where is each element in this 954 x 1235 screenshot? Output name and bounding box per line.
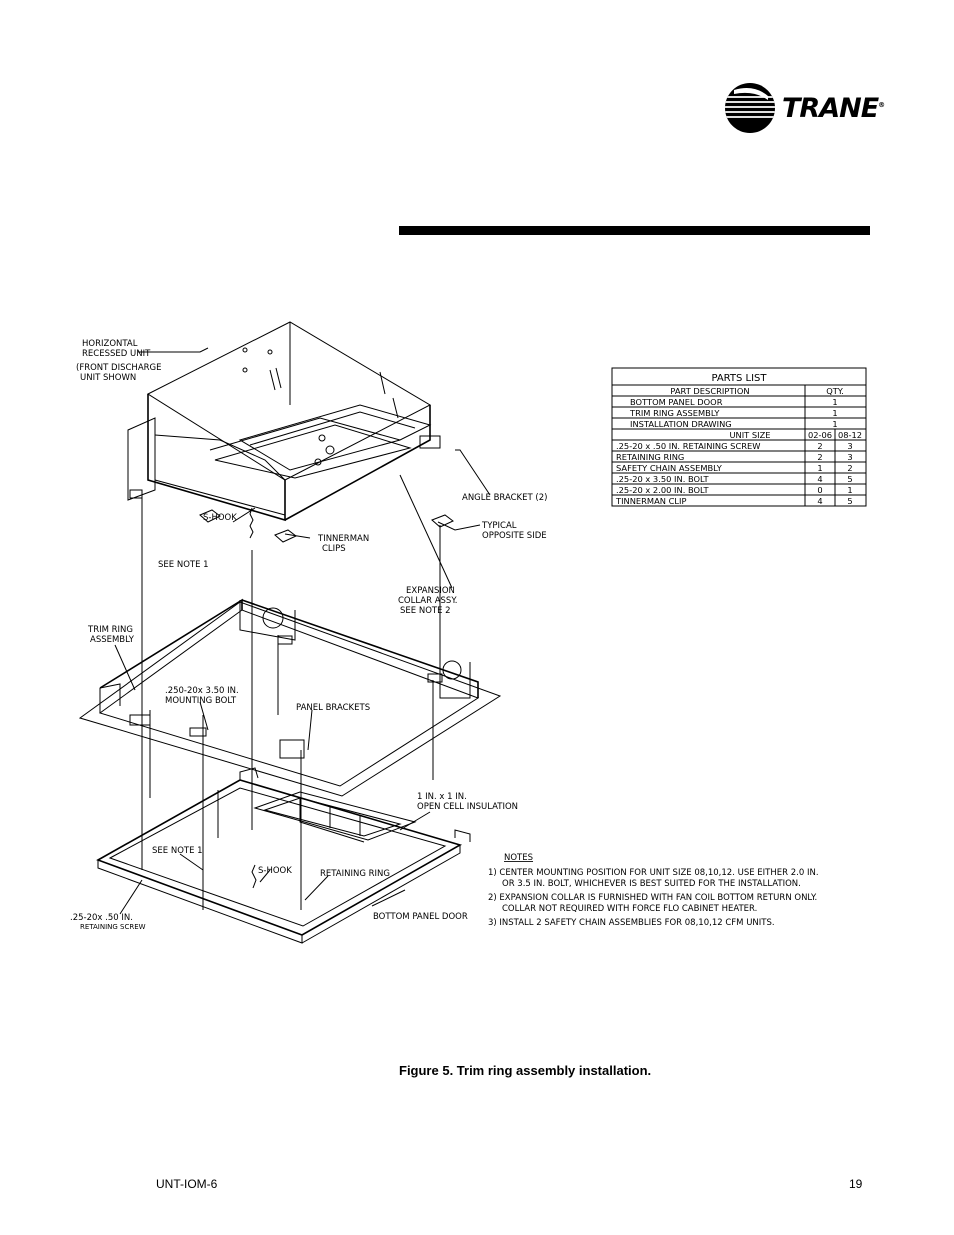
label-bolt-size: .250-20x 3.50 IN. bbox=[165, 686, 239, 696]
part-qty-a: 1 bbox=[817, 463, 822, 473]
label-mounting-bolt: MOUNTING BOLT bbox=[165, 696, 237, 706]
label-insulation-size: 1 IN. x 1 IN. bbox=[417, 792, 467, 802]
callout-leaders bbox=[114, 347, 491, 915]
label-s-hook: S-HOOK bbox=[203, 513, 237, 523]
brand-name: TRANE bbox=[782, 93, 879, 124]
label-s-hook-bottom: S-HOOK bbox=[258, 866, 292, 876]
label-opposite-side: OPPOSITE SIDE bbox=[482, 531, 547, 541]
label-angle-bracket: ANGLE BRACKET (2) bbox=[462, 493, 547, 503]
note-line: OR 3.5 IN. BOLT, WHICHEVER IS BEST SUITE… bbox=[502, 879, 801, 889]
trane-logo-icon bbox=[725, 83, 775, 133]
label-unit-shown: UNIT SHOWN bbox=[80, 373, 136, 383]
label-clips: CLIPS bbox=[322, 544, 346, 554]
assembly-guide-lines bbox=[141, 490, 441, 910]
trim-ring-illustration bbox=[78, 598, 502, 797]
part-qty-a: 2 bbox=[817, 441, 822, 451]
document-code: UNT-IOM-6 bbox=[156, 1177, 218, 1191]
label-typical: TYPICAL bbox=[481, 521, 517, 531]
col-qty-header: QTY. bbox=[826, 386, 844, 396]
part-qty: 1 bbox=[832, 408, 837, 418]
part-description: TINNERMAN CLIP bbox=[615, 496, 686, 506]
part-description: BOTTOM PANEL DOOR bbox=[630, 397, 723, 407]
part-qty-b: 2 bbox=[847, 463, 852, 473]
recessed-unit-illustration bbox=[127, 321, 454, 543]
label-expansion: EXPANSION bbox=[406, 586, 455, 596]
label-bottom-panel-door: BOTTOM PANEL DOOR bbox=[373, 912, 468, 922]
label-see-note-1: SEE NOTE 1 bbox=[158, 560, 209, 570]
label-retaining-screw: RETAINING SCREW bbox=[80, 923, 146, 931]
label-front-discharge: (FRONT DISCHARGE bbox=[76, 363, 162, 373]
part-qty-b: 5 bbox=[847, 496, 852, 506]
part-qty-a: 4 bbox=[817, 474, 822, 484]
part-description: TRIM RING ASSEMBLY bbox=[629, 408, 720, 418]
unit-size-col-b: 08-12 bbox=[838, 430, 862, 440]
page-number: 19 bbox=[849, 1177, 863, 1191]
parts-list-table: PARTS LIST PART DESCRIPTION QTY. BOTTOM … bbox=[611, 367, 867, 507]
bottom-panel-door-illustration bbox=[96, 767, 471, 944]
label-recessed-unit: RECESSED UNIT bbox=[82, 349, 151, 359]
part-description: SAFETY CHAIN ASSEMBLY bbox=[616, 463, 723, 473]
label-see-note-1-bottom: SEE NOTE 1 bbox=[152, 846, 203, 856]
part-qty: 1 bbox=[832, 397, 837, 407]
unit-size-label: UNIT SIZE bbox=[729, 430, 770, 440]
part-qty: 1 bbox=[832, 419, 837, 429]
part-qty-b: 1 bbox=[847, 485, 852, 495]
col-description-header: PART DESCRIPTION bbox=[670, 386, 749, 396]
note-line: 2) EXPANSION COLLAR IS FURNISHED WITH FA… bbox=[488, 893, 817, 903]
label-assembly: ASSEMBLY bbox=[90, 635, 135, 645]
figure-caption: Figure 5. Trim ring assembly installatio… bbox=[399, 1063, 652, 1078]
label-panel-brackets: PANEL BRACKETS bbox=[296, 703, 370, 713]
part-qty-b: 3 bbox=[847, 441, 852, 451]
note-line: 1) CENTER MOUNTING POSITION FOR UNIT SIZ… bbox=[488, 868, 819, 878]
part-description: INSTALLATION DRAWING bbox=[630, 419, 732, 429]
label-see-note-2: SEE NOTE 2 bbox=[400, 606, 451, 616]
part-description: .25-20 x .50 IN. RETAINING SCREW bbox=[616, 441, 760, 451]
label-open-cell-insulation: OPEN CELL INSULATION bbox=[417, 802, 518, 812]
part-description: .25-20 x 3.50 IN. BOLT bbox=[616, 474, 710, 484]
part-qty-b: 5 bbox=[847, 474, 852, 484]
brand-registered-mark: ® bbox=[878, 101, 885, 109]
brand-wordmark: TRANE® bbox=[782, 93, 885, 124]
note-line: COLLAR NOT REQUIRED WITH FORCE FLO CABIN… bbox=[502, 904, 757, 914]
part-description: RETAINING RING bbox=[616, 452, 684, 462]
label-collar-assy: COLLAR ASSY. bbox=[398, 596, 458, 606]
drawing-notes: NOTES 1) CENTER MOUNTING POSITION FOR UN… bbox=[488, 853, 819, 928]
label-tinnerman: TINNERMAN bbox=[317, 534, 369, 544]
part-qty-a: 2 bbox=[817, 452, 822, 462]
unit-size-col-a: 02-06 bbox=[808, 430, 832, 440]
section-divider bbox=[399, 226, 870, 235]
parts-list-title: PARTS LIST bbox=[711, 373, 767, 384]
label-horizontal: HORIZONTAL bbox=[82, 339, 138, 349]
part-qty-b: 3 bbox=[847, 452, 852, 462]
label-trim-ring: TRIM RING bbox=[87, 625, 133, 635]
part-description: .25-20 x 2.00 IN. BOLT bbox=[616, 485, 710, 495]
part-qty-a: 0 bbox=[817, 485, 822, 495]
label-retaining-screw-size: .25-20x .50 IN. bbox=[70, 913, 133, 923]
notes-heading: NOTES bbox=[504, 853, 533, 863]
label-retaining-ring: RETAINING RING bbox=[320, 869, 390, 879]
part-qty-a: 4 bbox=[817, 496, 822, 506]
trim-ring-assembly-drawing: PARTS LIST PART DESCRIPTION QTY. BOTTOM … bbox=[70, 321, 867, 944]
note-line: 3) INSTALL 2 SAFETY CHAIN ASSEMBLIES FOR… bbox=[488, 918, 775, 928]
